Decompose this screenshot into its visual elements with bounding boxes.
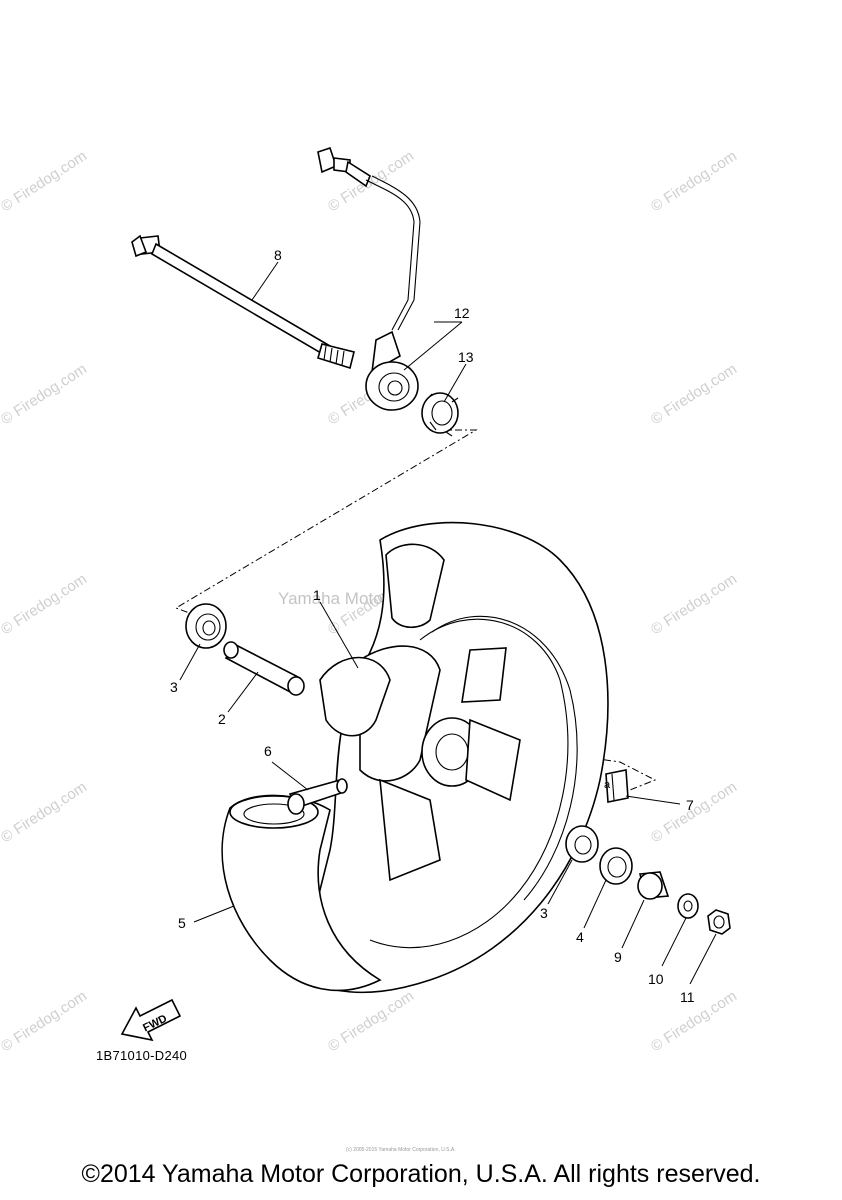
callout-8: 8 [274,247,282,263]
callout-7: 7 [686,797,694,813]
watermark: © Firedog.com [648,147,740,215]
watermark: © Firedog.com [648,570,740,638]
speedometer-clutch [421,392,459,437]
tire-valve [287,778,348,815]
wheel-spacer [223,641,305,696]
speedometer-gear-unit [365,330,419,411]
sub-label-a: a [604,779,611,791]
watermark: © Firedog.com [325,147,417,215]
callout-6: 6 [264,743,272,759]
callout-3-left: 3 [170,679,178,695]
diagram-code: 1B71010-D240 [96,1048,188,1063]
watermark: © Firedog.com [0,570,90,638]
axle-nut [707,909,731,935]
watermark: © Firedog.com [0,778,90,846]
oil-seal [599,847,633,885]
axle-collar [637,871,670,900]
leader-lines [179,261,717,985]
watermark: © Firedog.com [648,778,740,846]
callout-1: 1 [313,587,321,603]
bearing-right [565,825,599,863]
callout-5: 5 [178,915,186,931]
callout-12: 12 [454,305,470,321]
tiny-copyright: (c) 2005-2015 Yamaha Motor Corporation, … [346,1147,456,1153]
watermark: © Firedog.com [325,987,417,1055]
callout-labels: 8 12 13 1 3 2 6 5 3 4 9 10 11 7 a [170,247,695,1005]
callout-9: 9 [614,949,622,965]
front-axle [131,234,355,370]
callout-3-right: 3 [540,905,548,921]
callout-2: 2 [218,711,226,727]
callout-10: 10 [648,971,664,987]
callout-4: 4 [576,929,584,945]
watermark: © Firedog.com [648,360,740,428]
watermark: © Firedog.com [0,147,90,215]
callout-11: 11 [680,989,695,1005]
washer [677,893,699,919]
watermark: © Firedog.com [0,987,90,1055]
forward-arrow: FWD [120,998,182,1042]
speedometer-cable [317,146,421,331]
front-wheel-rim [299,521,609,994]
watermark: © Firedog.com [0,360,90,428]
callout-13: 13 [458,349,474,365]
copyright-notice: ©2014 Yamaha Motor Corporation, U.S.A. A… [81,1160,761,1188]
bearing-left [185,603,227,649]
balance-weight [605,769,629,803]
